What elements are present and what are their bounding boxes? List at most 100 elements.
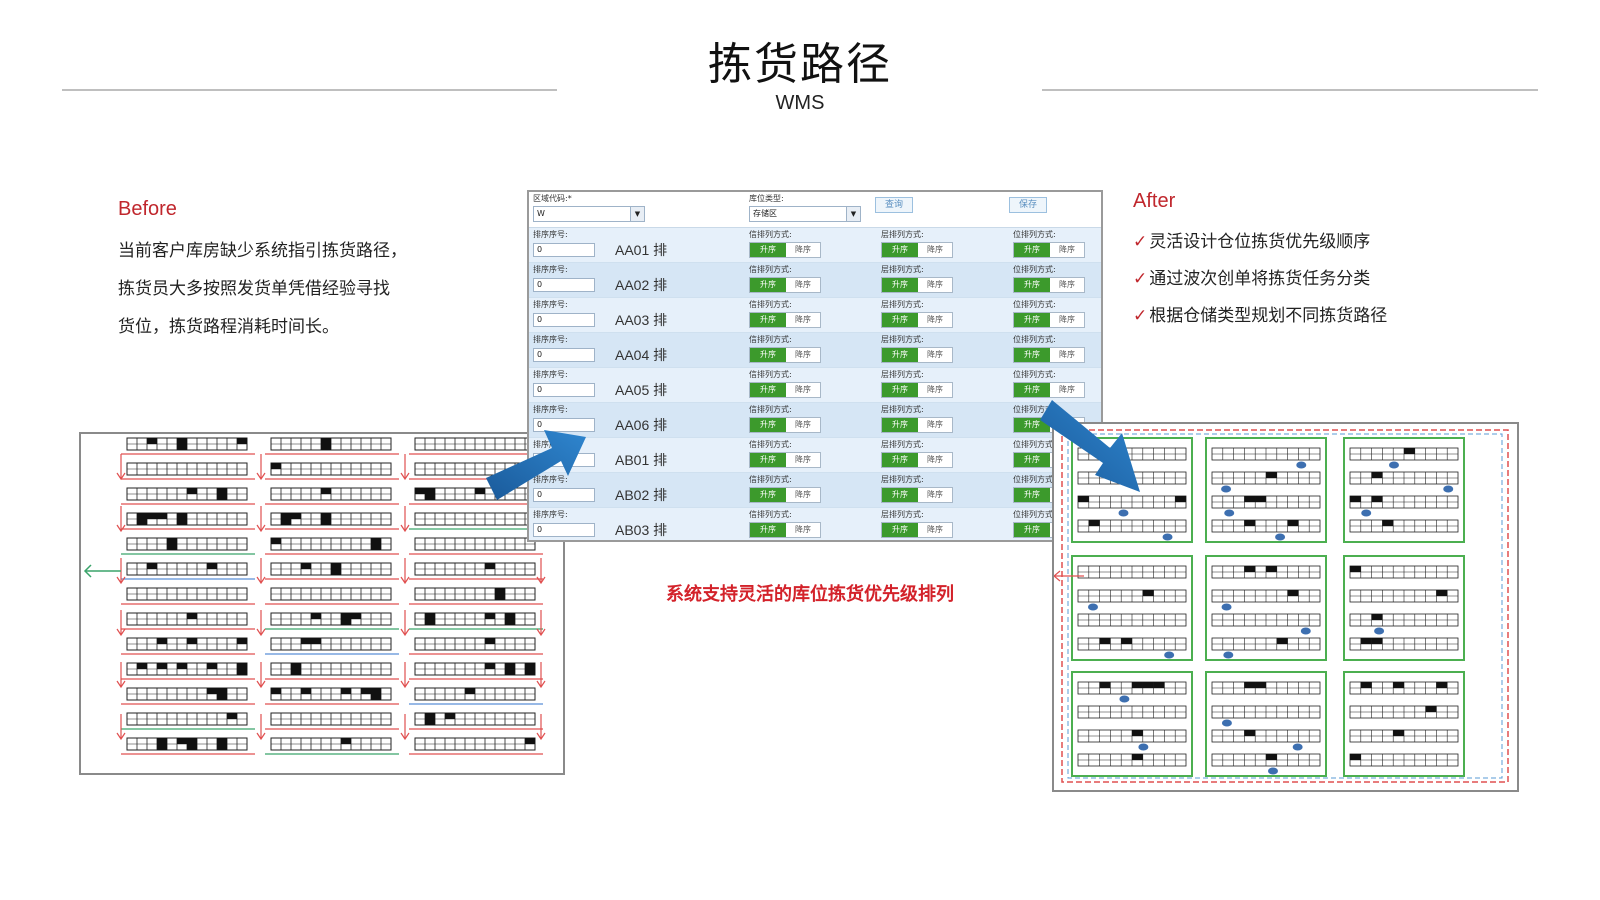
- route-arrow-icon: [116, 506, 126, 533]
- rack-row: [265, 487, 399, 505]
- save-button[interactable]: 保存: [1009, 197, 1047, 213]
- descending-button[interactable]: 降序: [795, 245, 811, 254]
- seq-input[interactable]: 0: [533, 523, 595, 537]
- seq-input[interactable]: 0: [533, 243, 595, 257]
- zone-code-select[interactable]: W ▼: [533, 206, 645, 222]
- ascending-button[interactable]: 升序: [882, 418, 918, 432]
- seq-input[interactable]: 0: [533, 488, 595, 502]
- descending-button[interactable]: 降序: [1059, 350, 1075, 359]
- ascending-button[interactable]: 升序: [1014, 488, 1050, 502]
- rack-row: [409, 537, 543, 555]
- rack-row: [265, 637, 399, 655]
- seq-input[interactable]: 0: [533, 278, 595, 292]
- ascending-button[interactable]: 升序: [1014, 243, 1050, 257]
- descending-button[interactable]: 降序: [795, 490, 811, 499]
- ascending-button[interactable]: 升序: [750, 453, 786, 467]
- ascending-button[interactable]: 升序: [882, 278, 918, 292]
- rack-row: [121, 537, 255, 555]
- ascending-button[interactable]: 升序: [750, 348, 786, 362]
- ascending-button[interactable]: 升序: [1014, 523, 1050, 537]
- after-item-text: 通过波次创单将拣货任务分类: [1149, 269, 1371, 289]
- ascending-button[interactable]: 升序: [882, 523, 918, 537]
- descending-button[interactable]: 降序: [1059, 315, 1075, 324]
- route-arrow-icon: [116, 454, 126, 481]
- ascending-button[interactable]: 升序: [882, 243, 918, 257]
- rack-row: [409, 512, 543, 530]
- order-toggle: 升序降序: [749, 277, 821, 293]
- seq-input[interactable]: 0: [533, 383, 595, 397]
- before-line: 拣货员大多按照发货单凭借经验寻找: [118, 279, 390, 299]
- descending-button[interactable]: 降序: [927, 385, 943, 394]
- descending-button[interactable]: 降序: [1059, 385, 1075, 394]
- row-name: AB02 排: [615, 487, 668, 503]
- descending-button[interactable]: 降序: [1059, 280, 1075, 289]
- after-heading: After: [1133, 190, 1176, 212]
- order-toggle: 升序降序: [1013, 242, 1085, 258]
- row-name: AA05 排: [615, 382, 668, 398]
- ascending-button[interactable]: 升序: [882, 313, 918, 327]
- ascending-button[interactable]: 升序: [750, 278, 786, 292]
- ascending-button[interactable]: 升序: [1014, 348, 1050, 362]
- descending-button[interactable]: 降序: [927, 280, 943, 289]
- order-toggle: 升序降序: [749, 452, 821, 468]
- row-name: AA03 排: [615, 312, 668, 328]
- seq-label: 排序序号:: [533, 475, 568, 484]
- ascending-button[interactable]: 升序: [1014, 453, 1050, 467]
- before-line: 当前客户库房缺少系统指引拣货路径，: [118, 241, 407, 261]
- seq-input[interactable]: 0: [533, 348, 595, 362]
- descending-button[interactable]: 降序: [927, 315, 943, 324]
- seq-label: 排序序号:: [533, 300, 568, 309]
- descending-button[interactable]: 降序: [795, 280, 811, 289]
- title-divider-right: [1042, 89, 1538, 91]
- descending-button[interactable]: 降序: [1059, 245, 1075, 254]
- descending-button[interactable]: 降序: [927, 420, 943, 429]
- route-arrow-icon: [536, 714, 546, 741]
- ascending-button[interactable]: 升序: [750, 243, 786, 257]
- before-heading: Before: [118, 198, 177, 220]
- descending-button[interactable]: 降序: [927, 245, 943, 254]
- descending-button[interactable]: 降序: [795, 385, 811, 394]
- order-mode-label: 信排列方式:: [749, 300, 792, 309]
- route-arrow-icon: [256, 714, 266, 741]
- ascending-button[interactable]: 升序: [750, 523, 786, 537]
- seq-input[interactable]: 0: [533, 313, 595, 327]
- ascending-button[interactable]: 升序: [750, 488, 786, 502]
- row-name: AA02 排: [615, 277, 668, 293]
- order-mode-label: 位排列方式:: [1013, 405, 1056, 414]
- order-toggle: 升序降序: [881, 277, 953, 293]
- location-type-select[interactable]: 存储区 ▼: [749, 206, 861, 222]
- rack-row: [409, 612, 543, 630]
- rack-row: [409, 687, 543, 705]
- seq-input[interactable]: 0: [533, 418, 595, 432]
- descending-button[interactable]: 降序: [927, 525, 943, 534]
- route-arrow-icon: [536, 662, 546, 689]
- storage-block: [1343, 555, 1465, 661]
- query-button[interactable]: 查询: [875, 197, 913, 213]
- ascending-button[interactable]: 升序: [882, 453, 918, 467]
- ascending-button[interactable]: 升序: [1014, 418, 1050, 432]
- ascending-button[interactable]: 升序: [1014, 383, 1050, 397]
- descending-button[interactable]: 降序: [795, 525, 811, 534]
- descending-button[interactable]: 降序: [795, 420, 811, 429]
- ascending-button[interactable]: 升序: [1014, 278, 1050, 292]
- descending-button[interactable]: 降序: [927, 350, 943, 359]
- descending-button[interactable]: 降序: [927, 490, 943, 499]
- row-name: AB03 排: [615, 522, 668, 538]
- seq-label: 排序序号:: [533, 265, 568, 274]
- descending-button[interactable]: 降序: [927, 455, 943, 464]
- order-toggle: 升序降序: [1013, 277, 1085, 293]
- ascending-button[interactable]: 升序: [882, 488, 918, 502]
- order-mode-label: 信排列方式:: [749, 230, 792, 239]
- ascending-button[interactable]: 升序: [1014, 313, 1050, 327]
- seq-input[interactable]: 0: [533, 453, 595, 467]
- ascending-button[interactable]: 升序: [750, 383, 786, 397]
- location-type-label: 库位类型:: [749, 194, 784, 203]
- descending-button[interactable]: 降序: [795, 350, 811, 359]
- ascending-button[interactable]: 升序: [882, 348, 918, 362]
- ascending-button[interactable]: 升序: [750, 313, 786, 327]
- ascending-button[interactable]: 升序: [882, 383, 918, 397]
- descending-button[interactable]: 降序: [795, 315, 811, 324]
- descending-button[interactable]: 降序: [795, 455, 811, 464]
- ascending-button[interactable]: 升序: [750, 418, 786, 432]
